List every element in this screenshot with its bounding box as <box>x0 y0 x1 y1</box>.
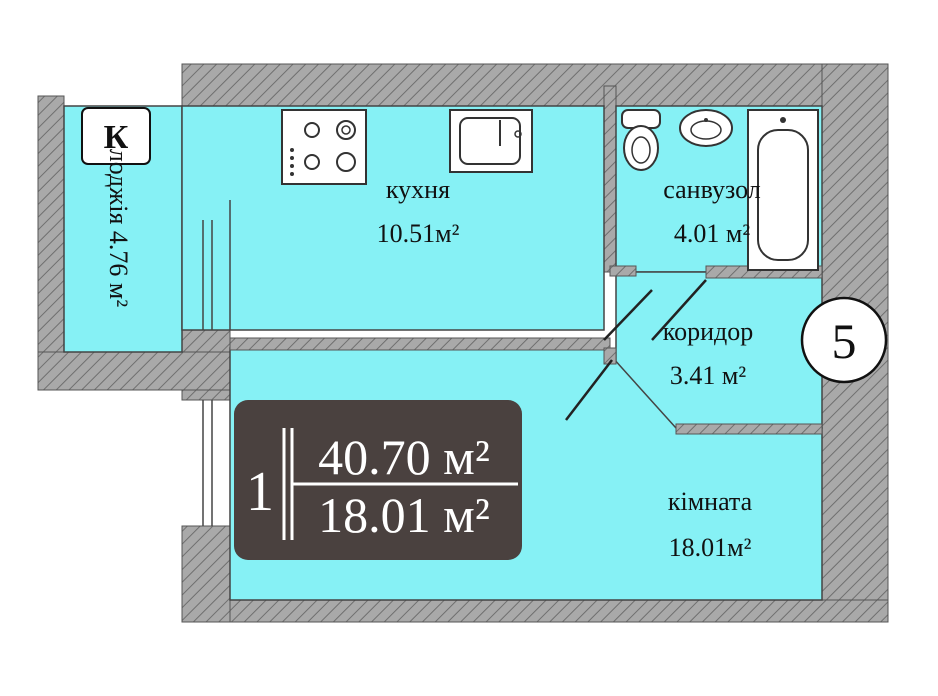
toilet-icon <box>621 109 661 171</box>
bathtub-icon <box>747 109 819 271</box>
bathroom-door <box>651 279 707 341</box>
stove-icon <box>281 109 367 185</box>
total-area: 40.70 м² <box>318 429 490 485</box>
walls <box>37 63 889 623</box>
left-wall-lower <box>181 525 231 623</box>
doors <box>565 279 707 421</box>
room-name: кімната <box>668 487 753 516</box>
living-area: 18.01 м² <box>318 487 490 543</box>
ac-marker: К <box>81 107 151 165</box>
summary-box: 1 40.70 м² 18.01 м² <box>234 400 522 560</box>
bath-partition <box>603 85 617 273</box>
sink-icon <box>449 109 533 173</box>
loggia-label: лоджія 4.76 м² <box>104 149 133 308</box>
unit-number-badge: 5 <box>800 296 888 384</box>
bathroom-area: 4.01 м² <box>674 219 750 248</box>
bath-stub <box>609 265 637 277</box>
bottom-wall <box>181 599 889 623</box>
rooms-count: 1 <box>246 461 274 523</box>
bathroom-name: санвузол <box>663 175 760 204</box>
washbasin-icon <box>679 109 733 147</box>
kitchen-name: кухня <box>386 175 450 204</box>
room-area: 18.01м² <box>669 533 752 562</box>
ac-marker-label: К <box>104 119 129 156</box>
loggia-wall-bottom <box>37 351 231 391</box>
window-lines <box>202 200 231 526</box>
corridor-area: 3.41 м² <box>670 361 746 390</box>
unit-number: 5 <box>832 313 857 369</box>
kitchen-door <box>603 289 653 341</box>
kitchen-floor <box>181 105 605 331</box>
kitchen-room-partition <box>229 337 611 351</box>
room-door <box>565 359 613 421</box>
top-wall <box>181 63 889 107</box>
kitchen-area: 10.51м² <box>377 219 460 248</box>
corridor-name: коридор <box>663 317 753 346</box>
corridor-stub-mid <box>675 423 823 435</box>
loggia-wall-left <box>37 95 65 391</box>
